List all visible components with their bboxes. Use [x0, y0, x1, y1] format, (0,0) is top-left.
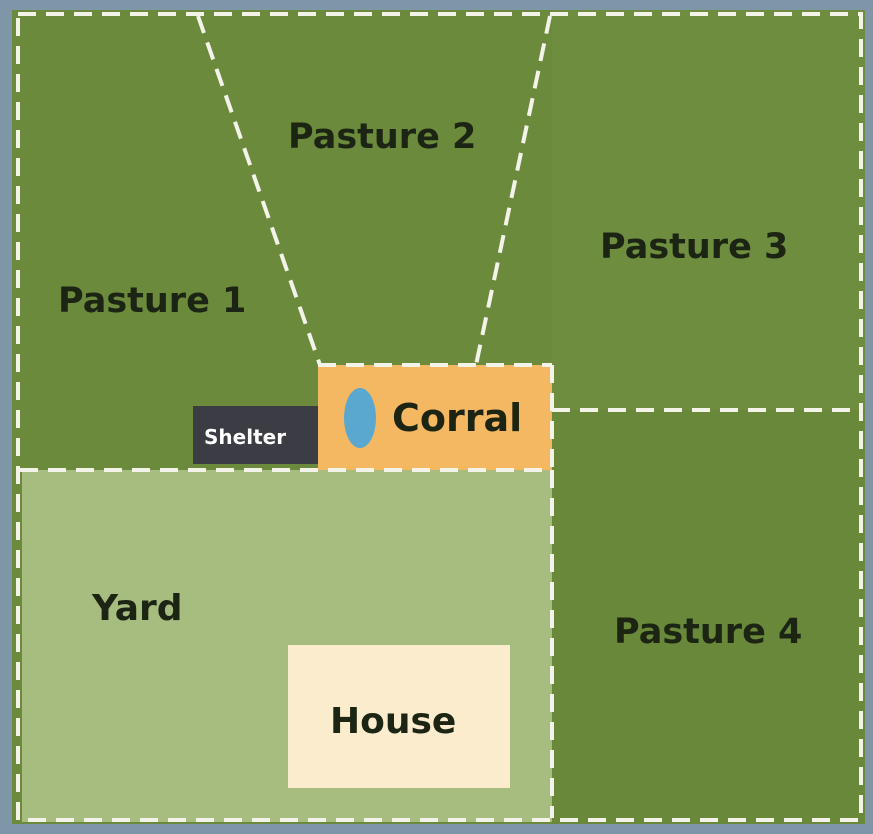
yard-label: Yard [91, 588, 183, 629]
house-building [288, 645, 510, 788]
pasture-3-label: Pasture 3 [600, 227, 788, 267]
water-trough-icon [344, 388, 376, 448]
fence-pasture-1-2 [196, 15, 322, 366]
pasture-4-area [552, 410, 865, 824]
corral-label: Corral [392, 396, 522, 440]
fence-lines [16, 12, 863, 822]
pasture-2-label: Pasture 2 [288, 117, 476, 157]
fence-pasture-2-3 [474, 15, 552, 366]
shelter-building [193, 406, 318, 464]
shelter-label: Shelter [204, 425, 286, 449]
house-label: House [330, 701, 456, 742]
pasture-1-label: Pasture 1 [58, 281, 246, 321]
pasture-3-area [552, 10, 865, 410]
pasture-4-label: Pasture 4 [614, 612, 802, 652]
perimeter-fence [16, 12, 863, 822]
